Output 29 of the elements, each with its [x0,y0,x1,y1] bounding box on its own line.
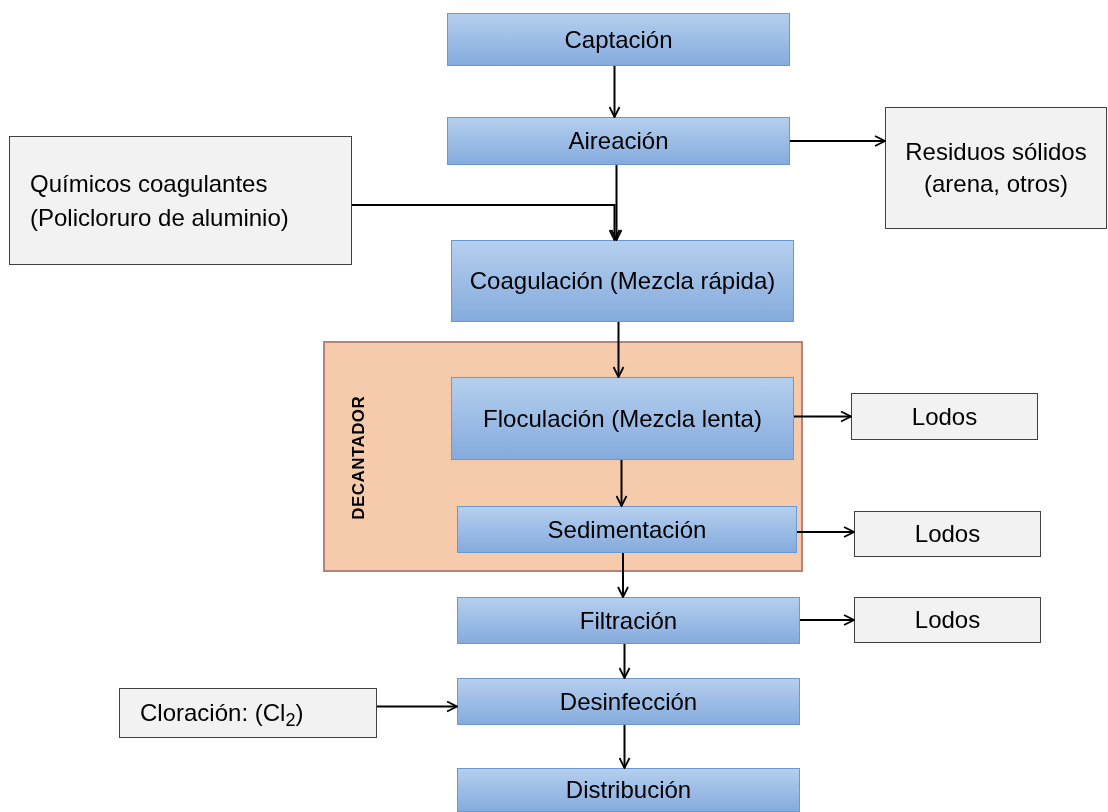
arrow [351,204,621,241]
process-box: Floculación (Mezcla lenta) [451,377,794,460]
output-box: Lodos [851,393,1038,440]
group-band [323,341,803,572]
output-box: Lodos [854,597,1041,643]
input-box: Cloración: (Cl$_{2}$) [119,688,377,738]
group-label: DECANTADOR [348,396,370,520]
arrow [618,724,631,769]
arrow [618,643,631,679]
process-box: Coagulación (Mezcla rápida) [451,240,794,322]
process-box: Distribución [457,768,800,812]
arrow [608,65,621,118]
input-box: Químicos coagulantes (Policloruro de aluminio) [9,136,352,265]
arrow [789,135,886,147]
output-box: Residuos sólidos (arena, otros) [885,107,1107,229]
process-box: Captación [447,13,790,66]
arrow [376,700,458,713]
process-box: Desinfección [457,678,800,725]
process-box: Sedimentación [457,506,797,553]
arrow [617,552,629,598]
arrow [796,526,855,538]
arrow [612,321,625,378]
arrow [793,410,852,423]
arrow [615,459,628,507]
process-box: Aireación [447,117,790,165]
arrow [799,614,855,626]
arrow [610,164,623,241]
process-box: Filtración [457,597,800,644]
output-box: Lodos [854,511,1041,557]
